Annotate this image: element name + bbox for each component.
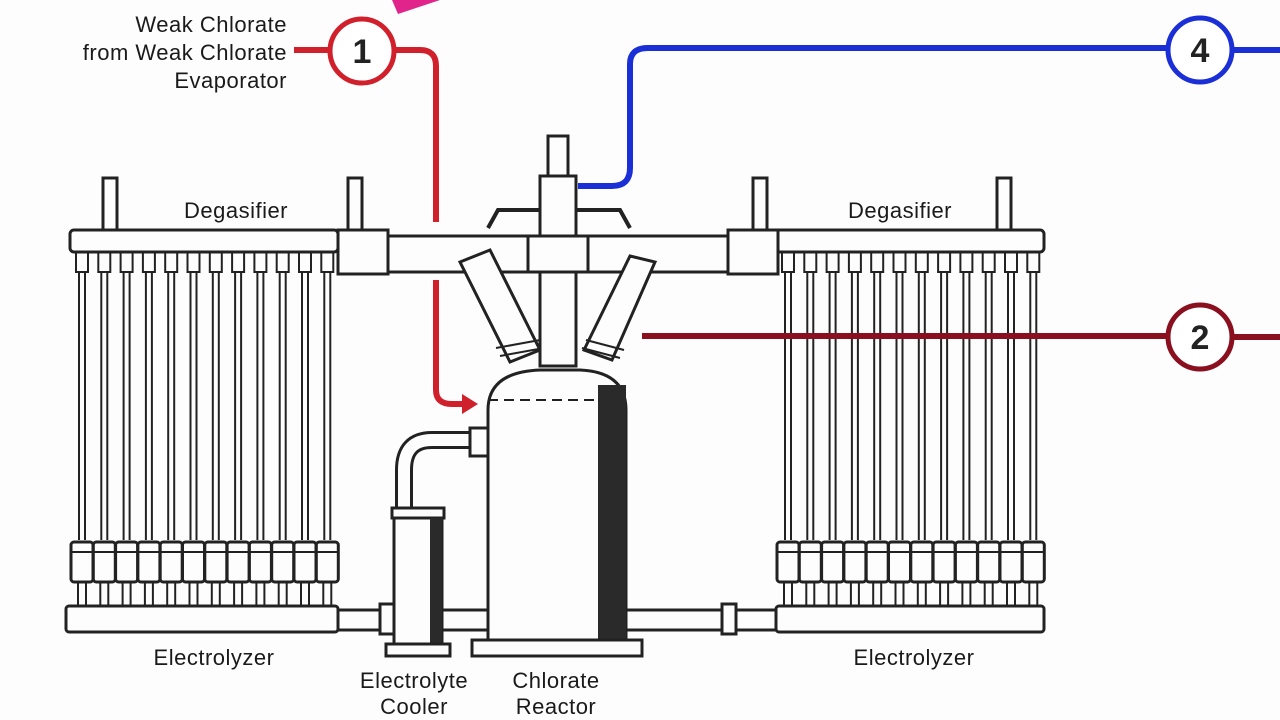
degasifier-vent-2: [346, 176, 364, 232]
stream-4-circle: [1165, 15, 1235, 85]
reactor-stack-top: [546, 134, 570, 178]
cell-block: [247, 540, 273, 584]
cooler-shadow: [430, 518, 442, 646]
cell-block: [203, 540, 229, 584]
header-flange-right: [726, 228, 780, 276]
stream-2-circle: [1165, 302, 1235, 372]
stack-side-arms: [486, 208, 632, 229]
cell-block: [931, 540, 957, 584]
stream-4-marker: 4: [1165, 15, 1235, 85]
stream-1-line-lower: [433, 280, 470, 407]
neck-collar-right: [581, 339, 625, 359]
cell-block: [69, 540, 95, 584]
degasifier-vent-3: [751, 176, 769, 232]
cell-block: [292, 540, 318, 584]
stream-1-arrowhead: [462, 394, 478, 414]
electrolyzer-left-header: [64, 604, 340, 634]
cell-block: [842, 540, 868, 584]
stream-2-number: 2: [1191, 319, 1210, 357]
degasifier-right-header: [774, 228, 1046, 254]
stream-1-number: 1: [353, 33, 372, 71]
cell-block: [158, 540, 184, 584]
cooler-flange: [468, 426, 490, 458]
bottom-flange: [378, 602, 396, 636]
neck-collar-left: [495, 339, 545, 357]
stream-2-marker: 2: [1165, 302, 1235, 372]
cell-block: [114, 540, 140, 584]
stack-junction: [526, 234, 590, 274]
cell-block: [270, 540, 296, 584]
cell-block: [136, 540, 162, 584]
cell-block: [820, 540, 846, 584]
stream-4-line: [578, 45, 1168, 189]
reactor-shadow-band: [598, 385, 626, 640]
cell-block: [91, 540, 117, 584]
electrolyzer-right-label: Electrolyzer: [854, 645, 975, 670]
degasifier-left-label: Degasifier: [184, 198, 288, 223]
bottom-flange: [720, 602, 738, 636]
reactor-label-line-2: Reactor: [516, 694, 597, 719]
cooler-base: [384, 642, 452, 658]
header-flange-left: [336, 228, 390, 276]
cell-block: [314, 540, 340, 584]
reactor-label-line-1: Chlorate: [512, 668, 599, 693]
source-label-line-3: Evaporator: [174, 68, 287, 93]
degasifier-right-label: Degasifier: [848, 198, 952, 223]
stream-4-number: 4: [1191, 32, 1210, 70]
degasifier-left-header: [68, 228, 340, 254]
source-label-line-1: Weak Chlorate: [135, 12, 287, 37]
cell-block: [181, 540, 206, 584]
stream-1-circle: [327, 16, 397, 86]
reactor-right-neck: [581, 254, 658, 362]
cell-block: [953, 540, 979, 584]
electrolyzer-left-label: Electrolyzer: [154, 645, 275, 670]
top-accent-arrow: [392, 0, 440, 14]
cell-block: [909, 540, 935, 584]
source-label-line-2: from Weak Chlorate: [83, 40, 287, 65]
cooler-label-line-2: Cooler: [380, 694, 448, 719]
stream-lines: [294, 45, 1280, 414]
cooler-label-line-1: Electrolyte: [360, 668, 468, 693]
electrolyzer-right-header: [774, 604, 1046, 634]
cell-block: [775, 540, 801, 584]
degasifier-vent-4: [995, 176, 1013, 232]
cooler-elbow-fill: [398, 434, 474, 510]
electrolyzer-bank-left: [69, 249, 340, 606]
electrolyzer-bank-right: [775, 249, 1046, 606]
cell-block: [887, 540, 912, 584]
cell-block: [864, 540, 890, 584]
stream-1-line-upper: [394, 47, 439, 222]
cell-block: [998, 540, 1024, 584]
cell-block: [976, 540, 1002, 584]
cell-block: [797, 540, 823, 584]
cell-block: [1020, 540, 1046, 584]
degasifier-vent-1: [101, 176, 119, 232]
cell-block: [225, 540, 251, 584]
stream-1-marker: 1: [327, 16, 397, 86]
reactor-base: [470, 638, 644, 658]
equipment-drawing: [64, 134, 1046, 658]
